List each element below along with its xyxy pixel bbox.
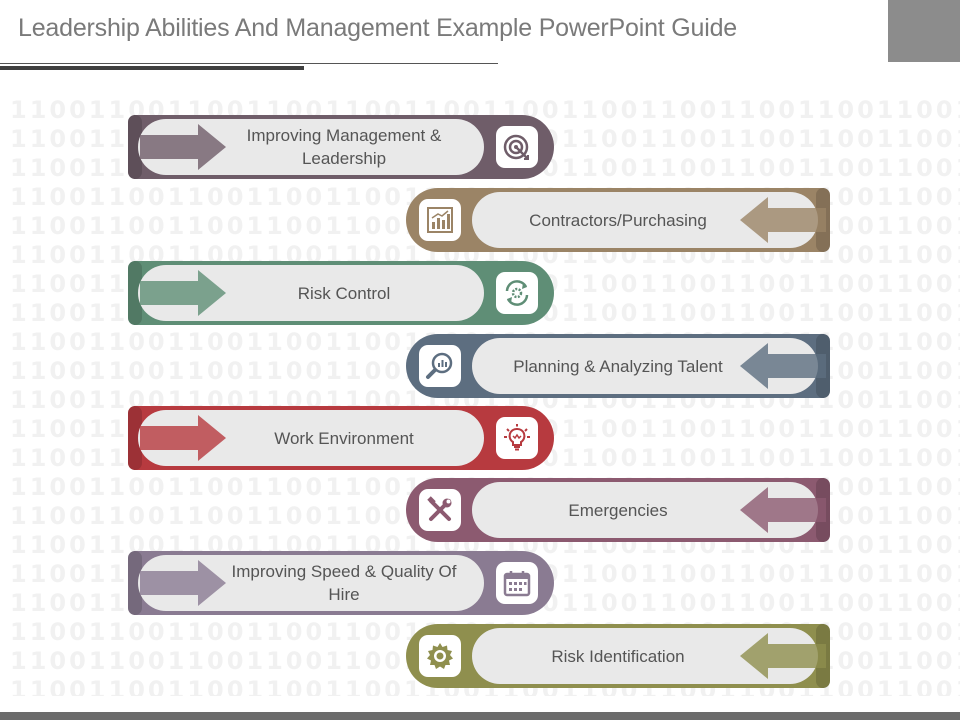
bottom-bar <box>0 712 960 720</box>
arrow-right-icon <box>140 270 226 316</box>
corner-block <box>888 0 960 62</box>
bar-chart-icon <box>419 199 461 241</box>
title-rule-thick <box>0 66 304 70</box>
diagram-item: Contractors/Purchasing <box>406 188 830 252</box>
gear-icon <box>419 635 461 677</box>
diagram-item: Risk Control <box>128 261 554 325</box>
diagram-item: Improving Speed & Quality Of Hire <box>128 551 554 615</box>
item-label: Improving Speed & Quality Of Hire <box>231 562 457 604</box>
diagram-item: Emergencies <box>406 478 830 542</box>
arrow-right-icon <box>140 560 226 606</box>
refresh-gear-icon <box>496 272 538 314</box>
page-title: Leadership Abilities And Management Exam… <box>18 14 737 42</box>
item-band-curl <box>128 115 142 179</box>
tools-icon <box>419 489 461 531</box>
item-label: Contractors/Purchasing <box>529 210 707 230</box>
item-band-curl <box>128 261 142 325</box>
item-band-curl <box>128 406 142 470</box>
arrow-right-icon <box>140 415 226 461</box>
arrow-left-icon <box>740 487 826 533</box>
item-band-curl <box>128 551 142 615</box>
item-label: Risk Identification <box>551 646 685 666</box>
magnifier-chart-icon <box>419 345 461 387</box>
calendar-icon <box>496 562 538 604</box>
arrow-right-icon <box>140 124 226 170</box>
arrow-left-icon <box>740 343 826 389</box>
lightbulb-icon <box>496 417 538 459</box>
diagram-item: Risk Identification <box>406 624 830 688</box>
diagram-item: Work Environment <box>128 406 554 470</box>
item-label: Risk Control <box>297 283 391 303</box>
item-label: Planning & Analyzing Talent <box>513 356 723 376</box>
diagram-item: Improving Management & Leadership <box>128 115 554 179</box>
arrow-left-icon <box>740 633 826 679</box>
title-rule-thin <box>0 63 498 64</box>
item-label: Emergencies <box>568 500 668 520</box>
diagram-item: Planning & Analyzing Talent <box>406 334 830 398</box>
item-label: Work Environment <box>274 428 414 448</box>
target-icon <box>496 126 538 168</box>
arrow-left-icon <box>740 197 826 243</box>
item-label: Improving Management & Leadership <box>246 126 442 168</box>
